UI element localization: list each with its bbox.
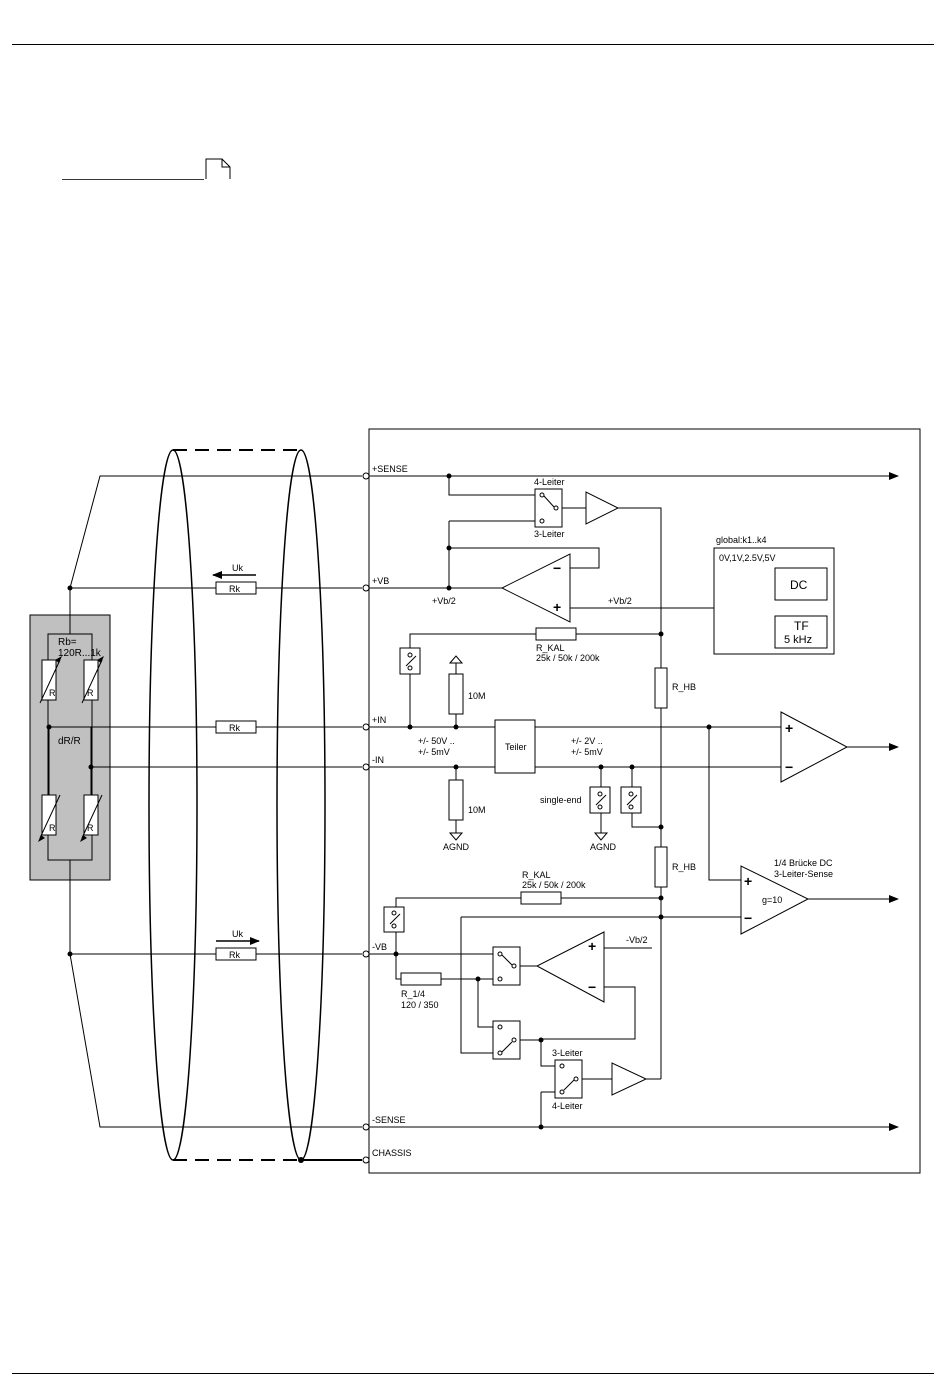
tf-label: TF	[794, 619, 809, 633]
bridge-panel	[29, 614, 111, 881]
cable-shield	[148, 449, 362, 1161]
rk-label: Rk	[229, 723, 240, 733]
rb-range-label: 120R...1k	[58, 648, 102, 659]
junctions	[393, 473, 712, 1130]
range-2v-label: +/- 2V ..	[571, 736, 603, 746]
rb-label: Rb=	[58, 637, 77, 648]
vb-half-neg-label: -Vb/2	[626, 935, 648, 945]
opamp-plus: +	[553, 599, 561, 615]
four-leiter-label: 4-Leiter	[552, 1101, 583, 1111]
cable-resistors	[215, 581, 257, 961]
terminal-vb-plus: +VB	[372, 576, 389, 586]
internal-resistors	[400, 627, 668, 986]
single-end-label: single-end	[540, 795, 582, 805]
opamp-minus: −	[553, 560, 561, 576]
gain-label: g=10	[762, 895, 782, 905]
teiler-block	[494, 719, 536, 774]
r-kal-label: R_KAL	[536, 643, 565, 653]
range-5mv-label: +/- 5mV	[418, 747, 450, 757]
terminal-chassis: CHASSIS	[372, 1148, 412, 1158]
header-rule	[12, 44, 934, 45]
terminal-sense-minus: -SENSE	[372, 1115, 406, 1125]
agnd-symbols	[448, 832, 609, 841]
terminal-in-plus: +IN	[372, 715, 386, 725]
instrument-box	[368, 428, 921, 1174]
dr-r-label: dR/R	[58, 736, 81, 747]
vb-half-label: +Vb/2	[432, 596, 456, 606]
switch-contacts	[389, 492, 744, 1095]
agnd-label: AGND	[590, 842, 617, 852]
dc-label: DC	[790, 578, 808, 592]
terminal-vb-minus: -VB	[372, 942, 387, 952]
r-kal-values: 25k / 50k / 200k	[522, 880, 586, 890]
rk-label: Rk	[229, 950, 240, 960]
opamp-minus: −	[588, 979, 596, 995]
opamp-minus: −	[785, 759, 793, 775]
opamp-minus: −	[744, 910, 752, 926]
resistor-label: R	[49, 823, 56, 833]
uk-label: Uk	[232, 563, 243, 573]
op-amps	[500, 553, 849, 1003]
page-reference-icon[interactable]	[205, 158, 231, 180]
teiler-label: Teiler	[505, 742, 527, 752]
opamp-plus: +	[785, 720, 793, 736]
terminal-in-minus: -IN	[372, 755, 384, 765]
r-kal-values: 25k / 50k / 200k	[536, 653, 600, 663]
sensor-leads	[69, 475, 362, 1128]
agnd-label: AGND	[443, 842, 470, 852]
range-5mv-label: +/- 5mV	[571, 747, 603, 757]
ten-m-label: 10M	[468, 805, 486, 815]
vb-half-label: +Vb/2	[608, 596, 632, 606]
range-50v-label: +/- 50V ..	[418, 736, 455, 746]
opamp-plus: +	[588, 938, 596, 954]
bridge-dc-label: 1/4 Brücke DC	[774, 858, 833, 868]
footer-rule	[12, 1373, 934, 1374]
resistor-label: R	[87, 688, 94, 698]
opamp-plus: +	[744, 873, 752, 889]
dc-box	[774, 567, 828, 601]
global-label: global:k1..k4	[716, 535, 767, 545]
terminals	[362, 472, 370, 1164]
internal-wiring	[369, 472, 899, 1131]
r-kal-label: R_KAL	[522, 870, 551, 880]
r-quarter-values: 120 / 350	[401, 1000, 439, 1010]
hyperlink-underline[interactable]	[62, 179, 204, 180]
three-leiter-label: 3-Leiter	[552, 1048, 583, 1058]
resistor-label: R	[87, 823, 94, 833]
uk-label: Uk	[232, 929, 243, 939]
resistor-label: R	[49, 688, 56, 698]
tf-box	[774, 615, 828, 649]
rk-label: Rk	[229, 584, 240, 594]
tf-frequency-label: 5 kHz	[784, 634, 812, 646]
r-hb-label: R_HB	[672, 862, 696, 872]
ranges-label: 0V,1V,2.5V,5V	[719, 553, 776, 563]
reference-arrow	[448, 655, 464, 664]
three-leiter-label: 3-Leiter	[534, 529, 565, 539]
terminal-sense-plus: +SENSE	[372, 464, 408, 474]
cable-lines	[49, 587, 362, 955]
four-leiter-label: 4-Leiter	[534, 477, 565, 487]
three-leiter-sense-label: 3-Leiter-Sense	[774, 869, 833, 879]
bridge-resistor-labels: R R R R	[49, 688, 94, 833]
buffers	[585, 491, 648, 1096]
r-hb-label: R_HB	[672, 682, 696, 692]
ten-m-label: 10M	[468, 691, 486, 701]
r-quarter-label: R_1/4	[401, 989, 425, 999]
